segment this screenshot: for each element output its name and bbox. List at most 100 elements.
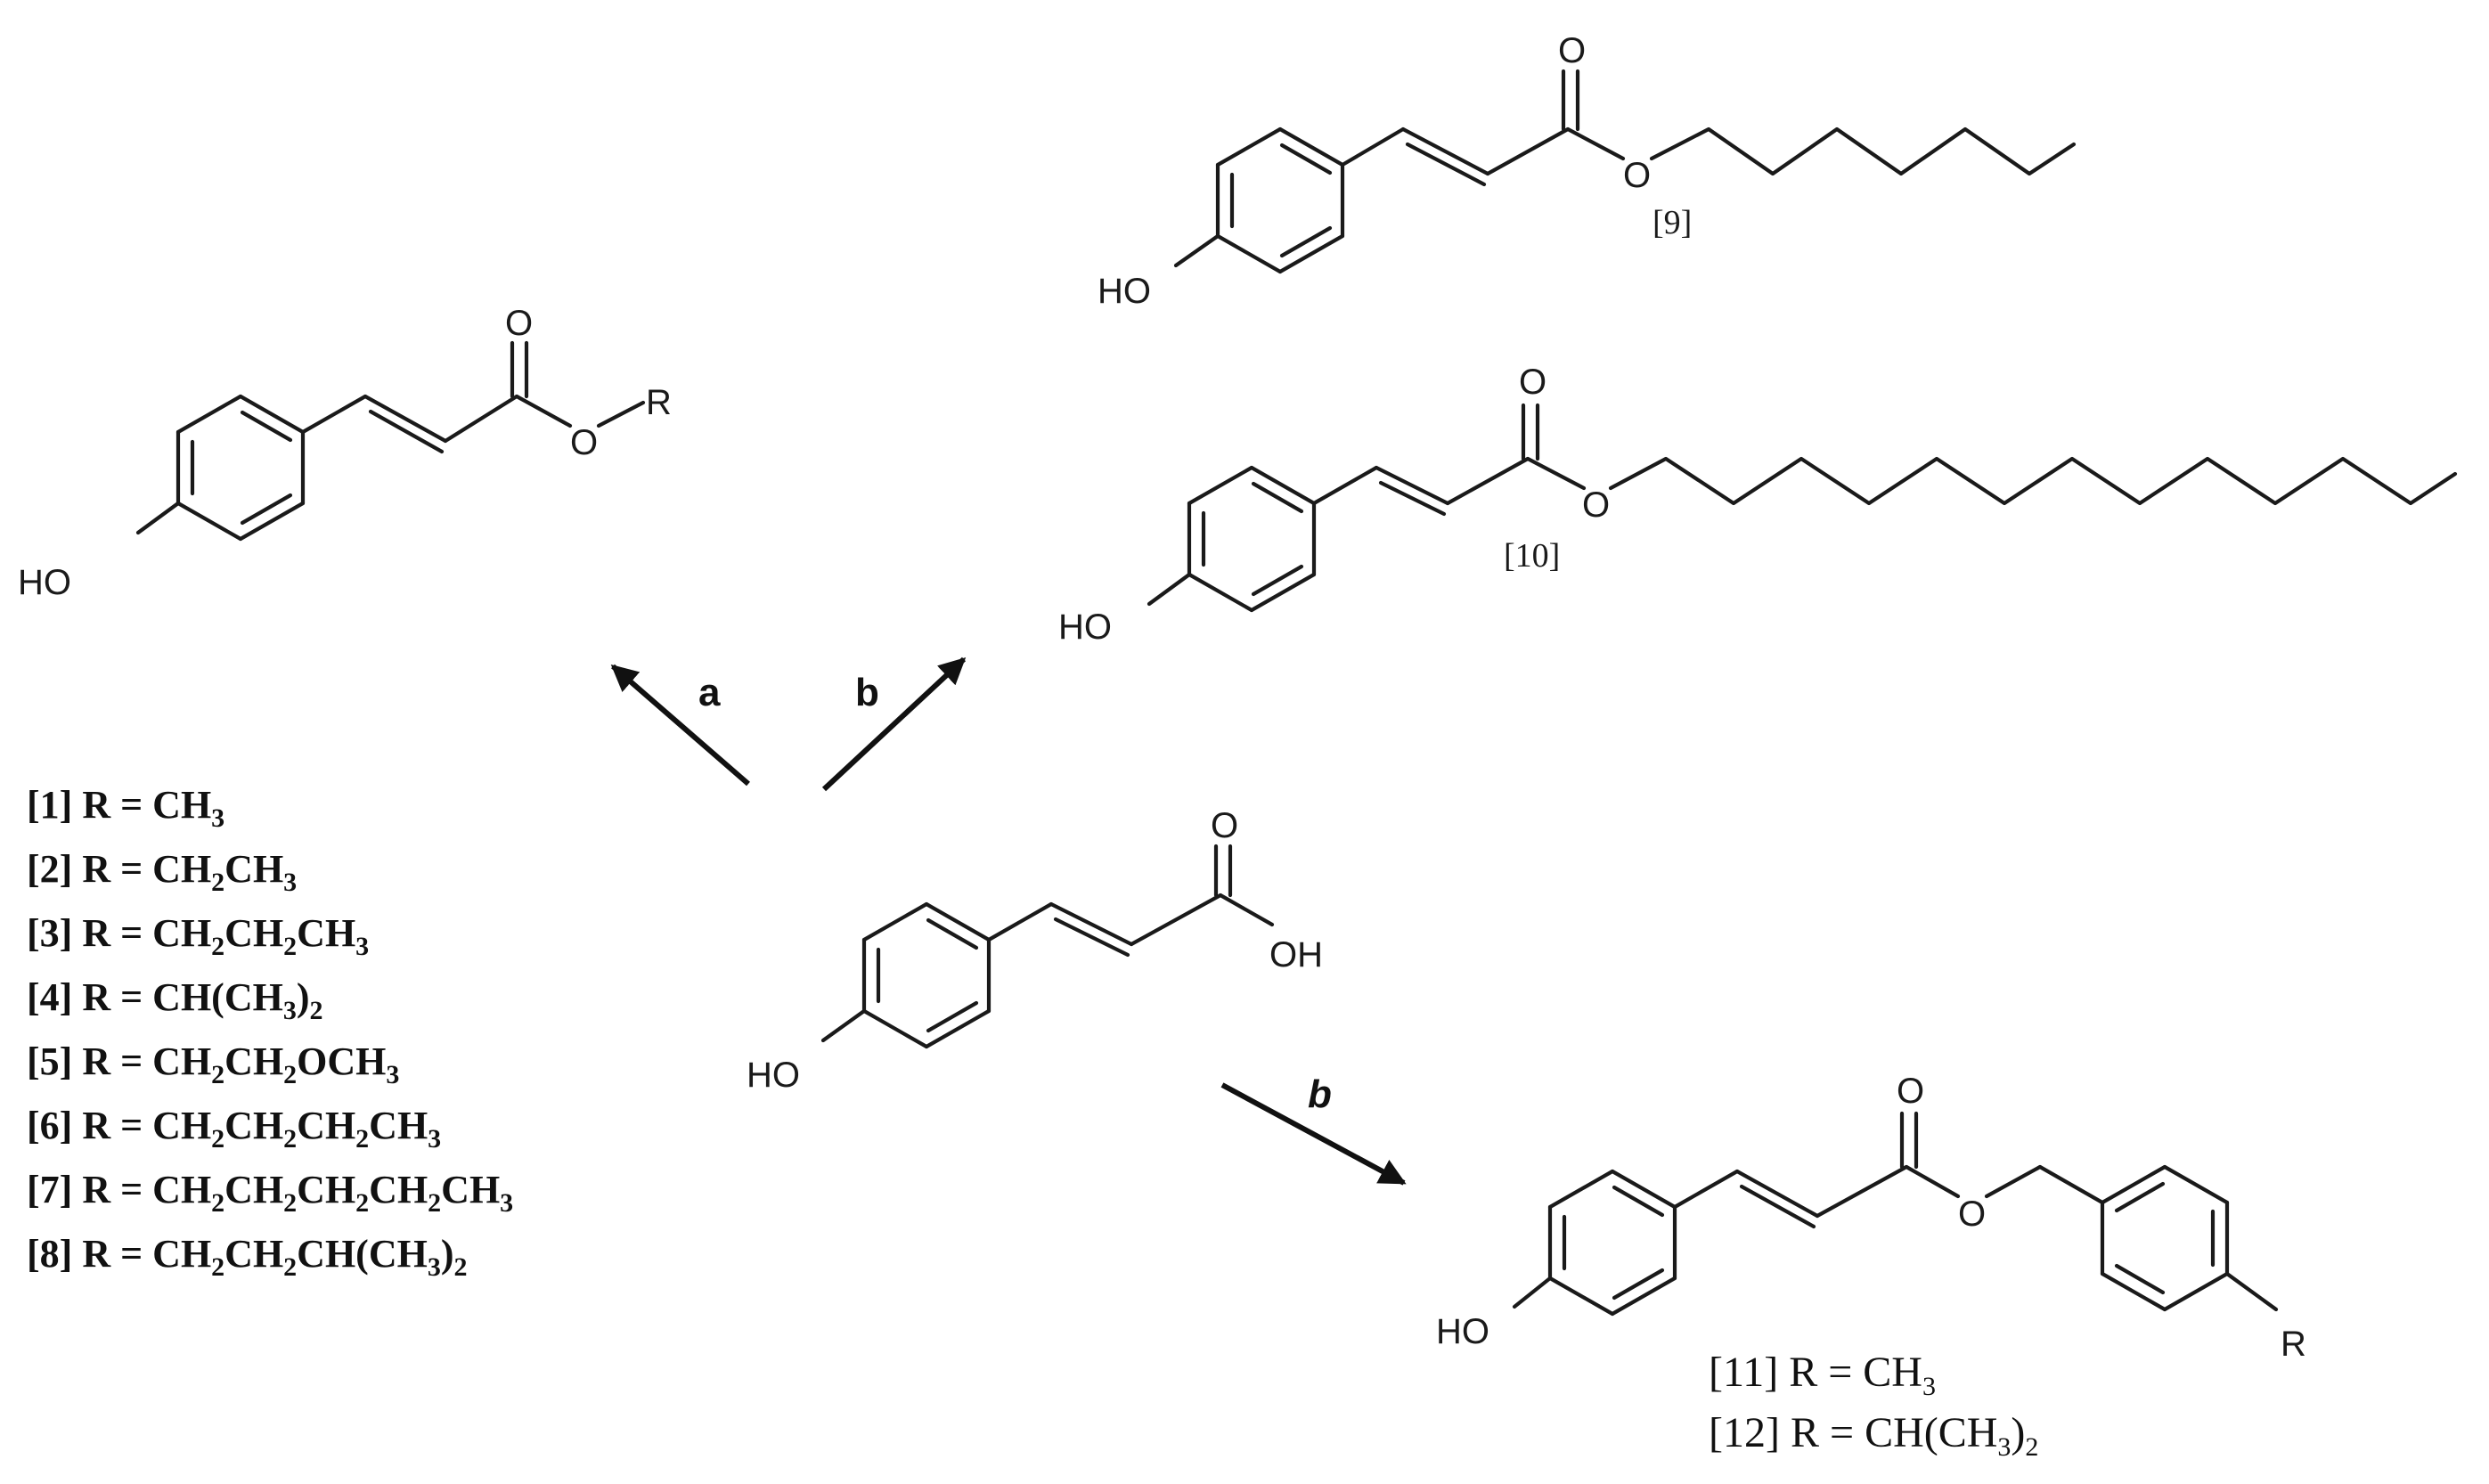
formula-subscript: 3 [500, 1188, 513, 1218]
ester-oxygen-label: O [1582, 485, 1610, 525]
substituent-entry: [8] R = CH2CH2CH(CH3)2 [27, 1232, 467, 1282]
compound-number: [1] [27, 783, 82, 827]
formula-subscript: 2 [355, 1124, 369, 1154]
formula-part: CH [224, 911, 283, 955]
formula-subscript: 2 [309, 996, 322, 1025]
formula-part: CH [224, 1168, 283, 1211]
ester-oxygen-label: O [1958, 1195, 1986, 1234]
substituent-entry: [2] R = CH2CH3 [27, 847, 297, 897]
step-label-a: a [698, 671, 721, 714]
formula-part: CH [224, 847, 283, 891]
compound-number: [7] [27, 1168, 82, 1211]
formula-part: CH [297, 1104, 355, 1147]
formula-part: CH [152, 783, 211, 827]
substituent-entry: [6] R = CH2CH2CH2CH3 [27, 1104, 441, 1154]
r-equals: R = [82, 1232, 152, 1276]
r-group-label: R [646, 383, 672, 422]
compound-9-structure: HO O O [9] [1098, 31, 2077, 311]
formula-subscript: 2 [211, 1124, 224, 1154]
carbonyl-oxygen-label: O [1519, 363, 1546, 402]
arrow-b-lower [1220, 1082, 1407, 1186]
hydroxyl-label: HO [747, 1056, 800, 1095]
dodecyl-chain [1608, 456, 2458, 506]
compound-number-10: [10] [1504, 537, 1560, 575]
formula-part: CH(CH [297, 1232, 428, 1276]
benzyl-substituent-list: [11] R = CH3 [12] R = CH(CH3)2 [1709, 1349, 2038, 1462]
formula-part: CH [224, 1232, 283, 1276]
benzene-ring [1215, 126, 1345, 274]
r-group-label: R [2281, 1325, 2306, 1364]
substituent-entry: [3] R = CH2CH2CH3 [27, 911, 369, 961]
formula-subscript: 3 [283, 868, 297, 897]
formula-subscript: 2 [428, 1188, 441, 1218]
substituent-entry: [7] R = CH2CH2CH2CH2CH3 [27, 1168, 513, 1218]
benzyl-ring [2100, 1164, 2230, 1312]
r-equals: R = [82, 783, 152, 827]
formula-subscript: 3 [283, 996, 297, 1025]
formula-part: CH [152, 1232, 211, 1276]
formula-subscript: 3 [1922, 1372, 1936, 1401]
formula-part: OCH [297, 1040, 386, 1083]
ester-oxygen-label: O [1623, 156, 1651, 195]
formula-subscript: 2 [211, 1252, 224, 1282]
substituent-entry: [5] R = CH2CH2OCH3 [27, 1040, 399, 1089]
formula-subscript: 2 [2025, 1432, 2038, 1462]
formula-subscript: 3 [386, 1060, 399, 1089]
hydroxyl-label: HO [1098, 272, 1151, 311]
r-equals: R = [82, 847, 152, 891]
arrow-a [610, 664, 750, 787]
formula-subscript: 2 [355, 1188, 369, 1218]
carbonyl-oxygen-label: O [1211, 806, 1238, 845]
formula-subscript: 3 [428, 1124, 441, 1154]
formula-part: CH [224, 1104, 283, 1147]
benzene-ring [175, 394, 306, 542]
formula-part: CH [152, 911, 211, 955]
r-equals: R = [82, 911, 152, 955]
r-equals: R = [82, 1040, 152, 1083]
r-equals: R = [82, 1104, 152, 1147]
compound-number: [6] [27, 1104, 82, 1147]
compound-number: [4] [27, 975, 82, 1019]
r-equals: R = [1791, 1409, 1865, 1456]
formula-subscript: 2 [283, 1060, 297, 1089]
hexyl-chain [1649, 126, 2077, 176]
p-coumaric-acid-structure: HO O OH [747, 806, 1323, 1095]
substituent-entry: [11] R = CH3 [1709, 1349, 1936, 1401]
formula-subscript: 2 [283, 1188, 297, 1218]
formula-part: CH [152, 1168, 211, 1211]
compound-number: [12] [1709, 1409, 1791, 1456]
benzyl-ester-structure: HO O O R [1436, 1072, 2306, 1364]
hydroxyl-label: HO [1436, 1312, 1489, 1351]
benzene-ring [1187, 465, 1317, 613]
carbonyl-oxygen-label: O [1558, 31, 1586, 70]
r-equals: R = [1789, 1349, 1863, 1396]
formula-subscript: 2 [211, 1060, 224, 1089]
formula-subscript: 2 [283, 932, 297, 961]
step-label-b-upper: b [855, 671, 879, 714]
ester-oxygen-label: O [570, 423, 598, 462]
formula-part: ) [297, 975, 310, 1019]
compound-number: [3] [27, 911, 82, 955]
formula-part: CH [297, 1168, 355, 1211]
substituent-entry: [4] R = CH(CH3)2 [27, 975, 322, 1025]
formula-subscript: 3 [428, 1252, 441, 1282]
benzene-ring [861, 901, 992, 1049]
formula-subscript: 2 [211, 932, 224, 961]
formula-part: CH [369, 1168, 428, 1211]
benzene-ring [1547, 1169, 1677, 1317]
formula-part: CH [152, 847, 211, 891]
compound-number: [11] [1709, 1349, 1789, 1396]
formula-part: CH(CH [1865, 1409, 1997, 1456]
compound-number-9: [9] [1653, 204, 1692, 241]
compound-10-structure: HO O O [10] [1058, 363, 2458, 647]
compound-number: [8] [27, 1232, 82, 1276]
formula-part: CH(CH [152, 975, 283, 1019]
arrow-b-upper [821, 656, 967, 792]
carbonyl-oxygen-label: O [505, 304, 533, 343]
carbonyl-oxygen-label: O [1897, 1072, 1924, 1111]
formula-subscript: 2 [211, 868, 224, 897]
substituent-entry: [12] R = CH(CH3)2 [1709, 1409, 2038, 1462]
formula-subscript: 3 [211, 803, 224, 833]
substituent-entry: [1] R = CH3 [27, 783, 224, 833]
